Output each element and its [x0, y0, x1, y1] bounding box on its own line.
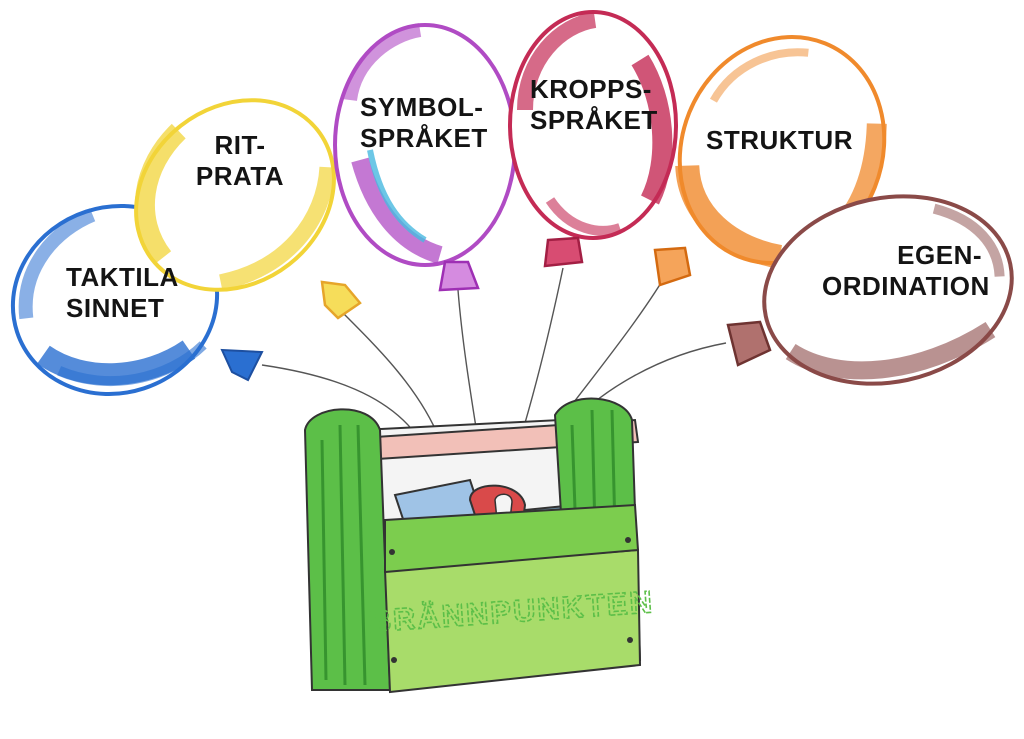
label-line: SPRÅKET: [360, 123, 488, 153]
label-rit-prata: RIT- PRATA: [180, 130, 300, 192]
label-line: STRUKTUR: [706, 125, 853, 155]
label-egen-ordination: EGEN- ORDINATION: [822, 240, 990, 302]
toolbox-left-post: [303, 408, 392, 691]
balloon-kropps: [508, 10, 678, 268]
balloon-egen: [726, 194, 1014, 386]
string-rit: [341, 311, 441, 441]
label-line: PRATA: [195, 161, 285, 191]
string-symbol: [457, 289, 479, 441]
string-taktila: [261, 364, 421, 441]
label-struktur: STRUKTUR: [706, 125, 853, 156]
label-kropps-spraket: KROPPS- SPRÅKET: [530, 74, 658, 136]
balloon-strings: [261, 267, 727, 441]
balloon-symbol: [333, 23, 517, 292]
label-line: SPRÅKET: [530, 105, 658, 135]
label-line: RIT-: [214, 130, 266, 160]
label-line: SINNET: [66, 293, 165, 323]
label-line: SYMBOL-: [360, 92, 484, 122]
label-line: KROPPS-: [530, 74, 652, 104]
label-symbol-spraket: SYMBOL- SPRÅKET: [360, 92, 488, 154]
toolbox: BRÄNNPUNKTEN: [303, 397, 656, 694]
label-line: EGEN-: [897, 240, 982, 270]
label-line: TAKTILA: [66, 262, 179, 292]
balloon-rit: [134, 98, 362, 320]
label-line: ORDINATION: [822, 271, 990, 301]
toolbox-screws: [389, 537, 633, 663]
label-taktila-sinnet: TAKTILA SINNET: [66, 262, 179, 324]
